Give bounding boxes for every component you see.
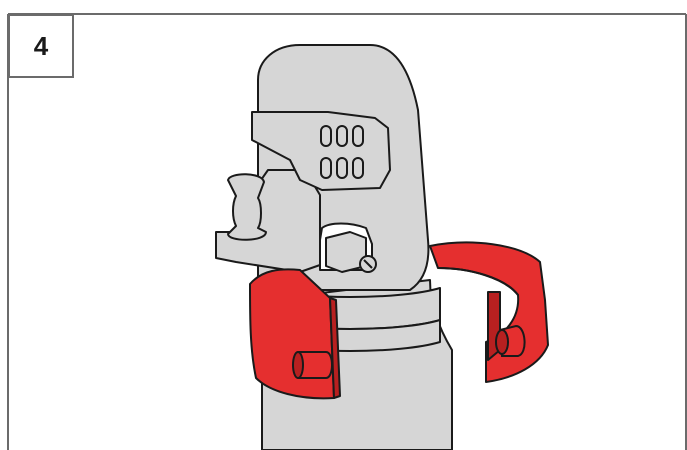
clamp-pin-right [496, 326, 525, 356]
window-screw [360, 256, 376, 272]
step-number: 4 [34, 31, 48, 62]
step-number-box: 4 [8, 14, 74, 78]
